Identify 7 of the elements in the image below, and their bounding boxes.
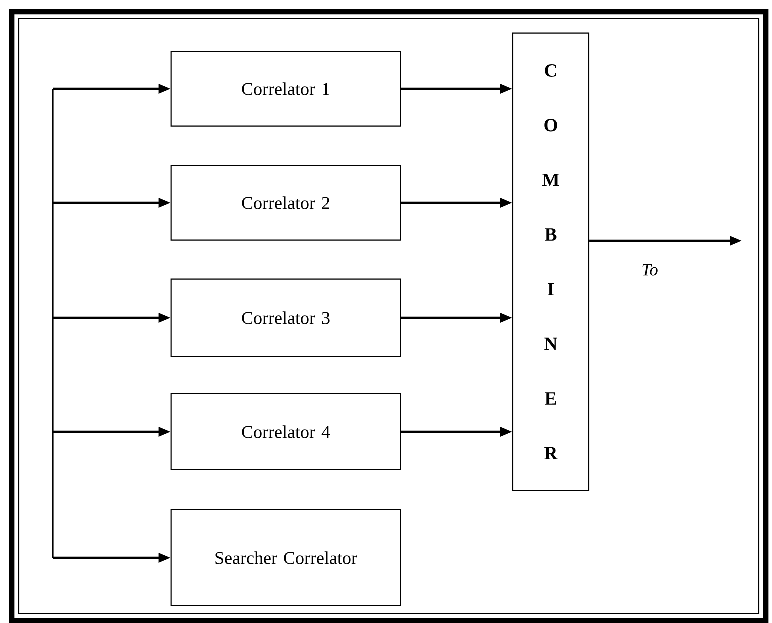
process-box: Correlator 3 — [170, 278, 402, 358]
process-box: Correlator 2 — [170, 165, 402, 241]
process-box: Correlator 1 — [170, 51, 402, 127]
combiner-box: C O M B I N E R — [512, 32, 590, 492]
edge-label: To — [640, 262, 660, 278]
process-box: Correlator 4 — [170, 393, 402, 471]
process-box: Searcher Correlator — [170, 509, 402, 607]
